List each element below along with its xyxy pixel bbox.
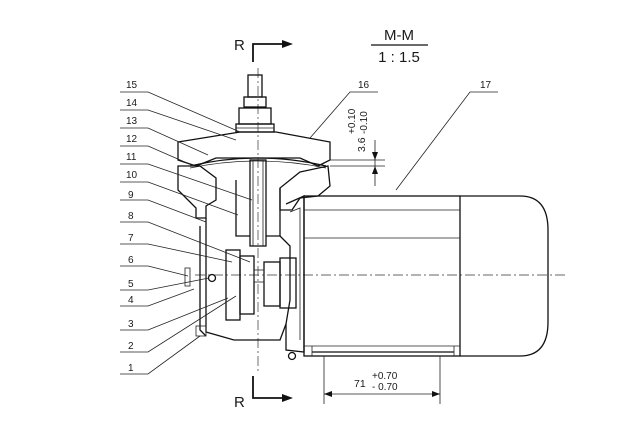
- callout-11: 11: [126, 152, 137, 163]
- arrow-head-icon: [282, 40, 293, 48]
- dimension-vertical: 3.6 +0.10 -0.10: [330, 108, 385, 186]
- dim-vertical-nominal: 3.6: [356, 137, 368, 152]
- callout-5: 5: [128, 279, 134, 290]
- dim-horizontal-lower-tol: - 0.70: [372, 382, 398, 393]
- callout-leaders: [120, 91, 498, 375]
- dim-horizontal-nominal: 71: [354, 378, 366, 390]
- section-mark-top: R: [234, 37, 293, 62]
- section-mark-bottom: R: [234, 376, 293, 411]
- dim-vertical-lower-tol: -0.10: [359, 111, 370, 134]
- arrow-head-icon: [282, 394, 293, 402]
- section-mark-bottom-letter: R: [234, 394, 245, 411]
- callout-8: 8: [128, 211, 134, 222]
- section-title: M-M 1 : 1.5: [371, 27, 428, 66]
- callout-6: 6: [128, 255, 134, 266]
- motor: [303, 195, 549, 357]
- callout-13: 13: [126, 116, 138, 127]
- callout-12: 12: [126, 134, 138, 145]
- dimension-horizontal: 71 +0.70 - 0.70: [323, 356, 441, 404]
- dim-vertical-upper-tol: +0.10: [347, 108, 358, 134]
- callout-labels: 15 14 13 12 11 10 9 8 7 6 5 4 3 2 1 16 1…: [126, 80, 492, 374]
- pump-assembly: [177, 74, 331, 361]
- callout-14: 14: [126, 98, 138, 109]
- callout-16: 16: [358, 80, 370, 91]
- callout-15: 15: [126, 80, 138, 91]
- section-mark-top-letter: R: [234, 37, 245, 54]
- callout-1: 1: [128, 363, 134, 374]
- callout-17: 17: [480, 80, 492, 91]
- callout-2: 2: [128, 341, 134, 352]
- section-name: M-M: [384, 27, 414, 44]
- callout-7: 7: [128, 233, 134, 244]
- callout-9: 9: [128, 190, 134, 201]
- dim-horizontal-upper-tol: +0.70: [372, 371, 398, 382]
- callout-10: 10: [126, 170, 138, 181]
- section-scale: 1 : 1.5: [378, 49, 420, 66]
- callout-4: 4: [128, 295, 134, 306]
- callout-3: 3: [128, 319, 134, 330]
